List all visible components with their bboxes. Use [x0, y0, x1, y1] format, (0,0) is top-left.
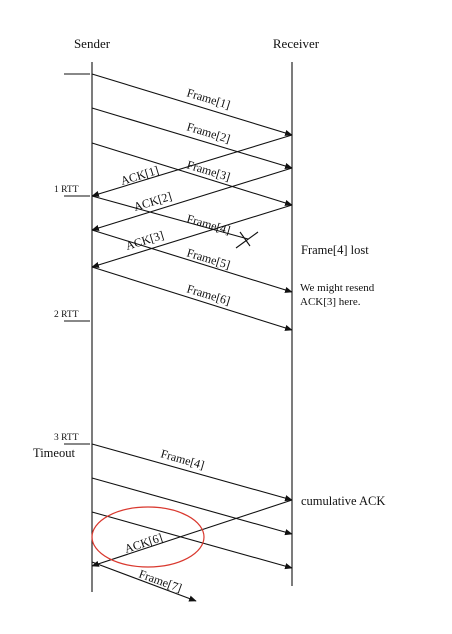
- frame4-retransmit-arrow: Frame[4]: [91, 443, 293, 502]
- timeout-label: Timeout: [33, 446, 75, 460]
- lost-cross-mark: [235, 231, 259, 249]
- ack6-label: ACK[6]: [123, 530, 165, 555]
- rtt-label-2: 2 RTT: [54, 310, 79, 320]
- sender-header: Sender: [74, 36, 111, 51]
- rtt-tick-3: 3 RTT: [54, 433, 90, 445]
- rtt-label-3: 3 RTT: [54, 433, 79, 443]
- rtt-tick-2: 2 RTT: [54, 310, 90, 322]
- ack1-arrow: ACK[1]: [91, 134, 293, 197]
- ack3-label: ACK[3]: [124, 228, 166, 253]
- resend-note-line1: We might resend: [300, 282, 375, 294]
- frame5-label: Frame[5]: [185, 245, 232, 271]
- frame5-retransmit-arrow: [91, 477, 293, 536]
- frame6-retransmit-arrow: [91, 511, 293, 570]
- cumulative-ack-note: cumulative ACK: [301, 494, 385, 508]
- frame7-arrow: Frame[7]: [91, 561, 197, 602]
- rtt-label-1: 1 RTT: [54, 185, 79, 195]
- receiver-header: Receiver: [273, 36, 320, 51]
- frame4-lost-note: Frame[4] lost: [301, 243, 369, 257]
- rtt-tick-1: 1 RTT: [54, 185, 90, 197]
- ack2-label: ACK[2]: [132, 189, 174, 214]
- frame1-label: Frame[1]: [185, 85, 232, 111]
- ack6-highlight-circle: [91, 506, 205, 568]
- frame4-retx-label: Frame[4]: [159, 446, 206, 472]
- ack1-label: ACK[1]: [119, 163, 161, 188]
- frame7-label: Frame[7]: [137, 567, 184, 595]
- resend-note-line2: ACK[3] here.: [300, 296, 361, 308]
- frame6-arrow: Frame[6]: [91, 266, 293, 331]
- frame4-label: Frame[4]: [185, 211, 232, 237]
- frame2-label: Frame[2]: [185, 119, 232, 145]
- frame3-label: Frame[3]: [185, 157, 232, 183]
